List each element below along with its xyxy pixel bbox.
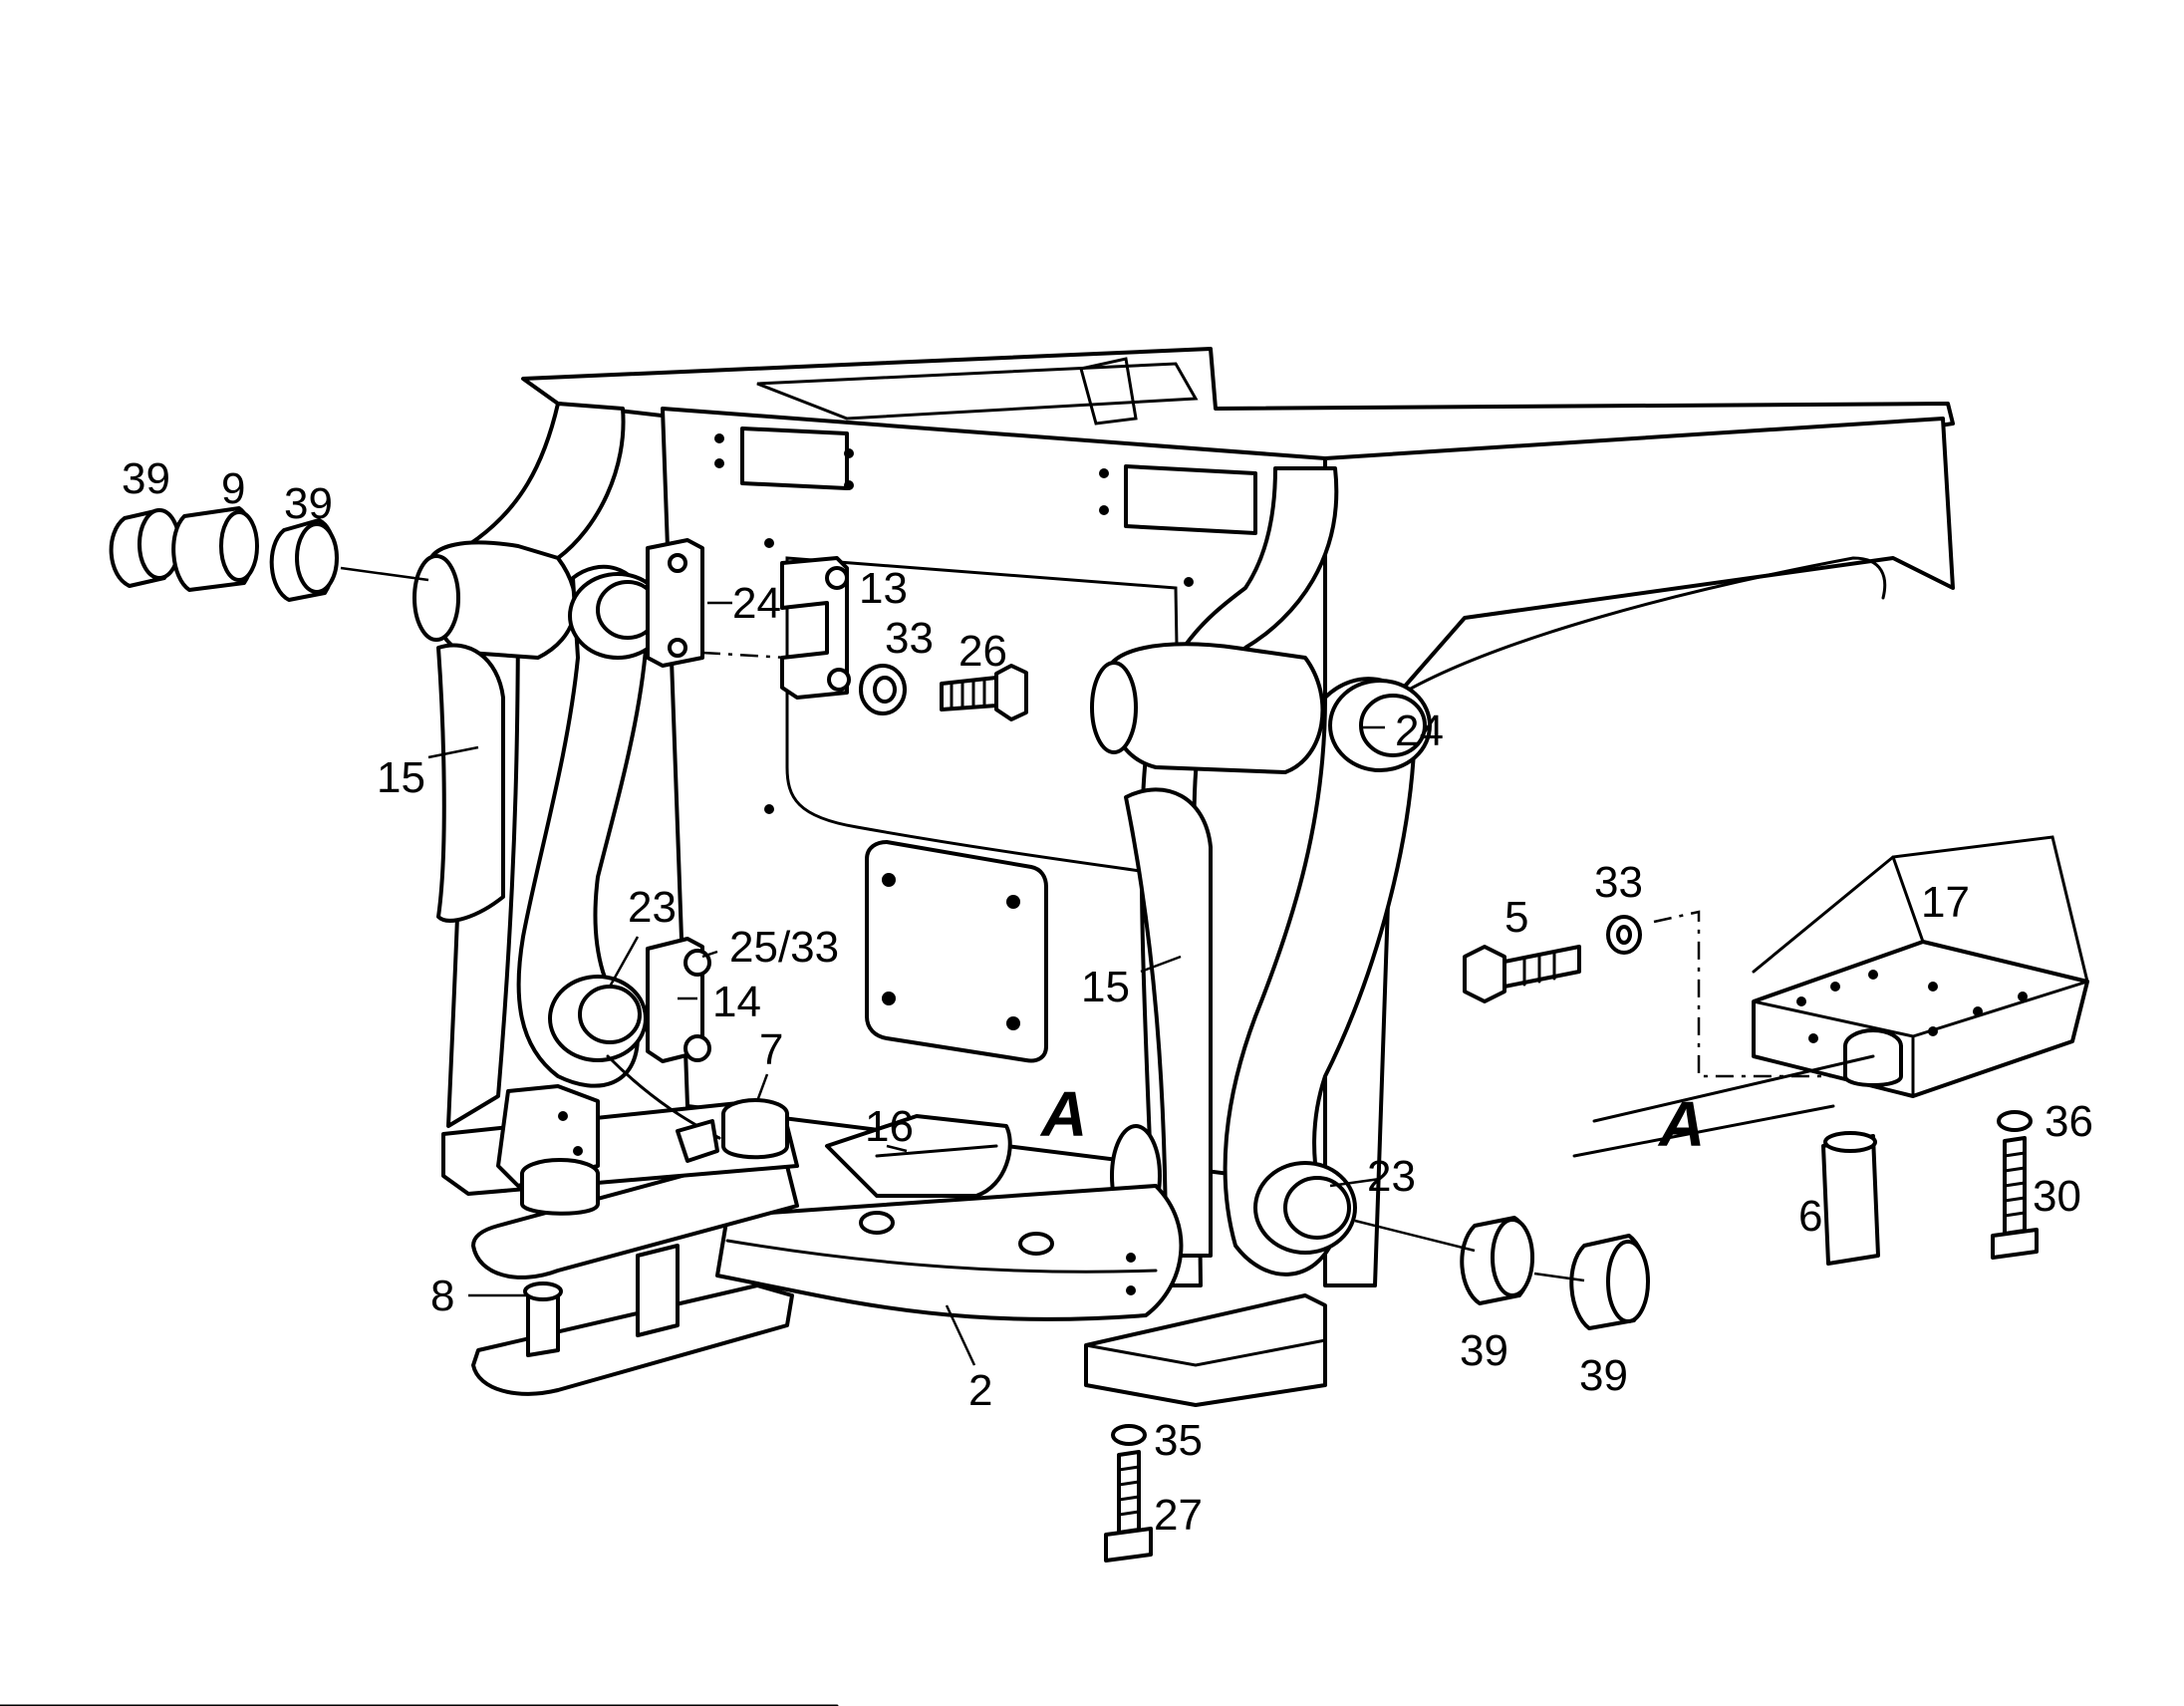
callout-27: 27 [1154,1491,1203,1540]
callout-15: 15 [1081,963,1130,1011]
callout-16: 16 [865,1102,914,1151]
callout-33: 33 [1594,858,1643,907]
right-link-assembly [1084,466,1432,1407]
callout-30: 30 [2033,1172,2081,1221]
callout-13: 13 [859,564,908,613]
right-bushings [1354,1216,1650,1330]
left-link-assembly [412,402,711,1128]
callout-23: 23 [628,883,677,932]
callout-35: 35 [1154,1416,1203,1465]
callout-9: 9 [221,464,245,513]
callout-labels: 39 9 39 24 13 33 26 24 15 23 25/33 14 7 … [122,454,2093,1540]
callout-24: 24 [1395,707,1444,755]
callout-23: 23 [1367,1152,1416,1201]
callout-26: 26 [958,627,1007,676]
callout-14: 14 [712,978,761,1026]
callout-8: 8 [430,1272,454,1320]
callout-17: 17 [1921,878,1970,927]
callout-39: 39 [1460,1326,1508,1375]
clamp-hardware [701,556,1028,721]
section-marks: A A [1039,1078,1705,1160]
callout-5: 5 [1504,893,1528,942]
callout-6: 6 [1798,1192,1822,1241]
left-bushings [109,506,429,602]
section-mark-a-2: A [1657,1088,1705,1160]
callout-25-33: 25/33 [729,923,839,972]
callout-39: 39 [122,454,170,503]
callout-24: 24 [732,579,781,628]
callout-33: 33 [885,614,934,663]
section-mark-a-1: A [1039,1078,1087,1150]
block-assembly [1104,835,2089,1563]
callout-15: 15 [377,753,425,802]
callout-36: 36 [2045,1097,2093,1146]
callout-39: 39 [284,479,333,528]
lower-beam-assembly [441,1054,1184,1396]
callout-2: 2 [968,1366,992,1415]
leader-lines [427,601,1385,1366]
callout-39: 39 [1579,1351,1628,1400]
callout-7: 7 [759,1025,783,1074]
